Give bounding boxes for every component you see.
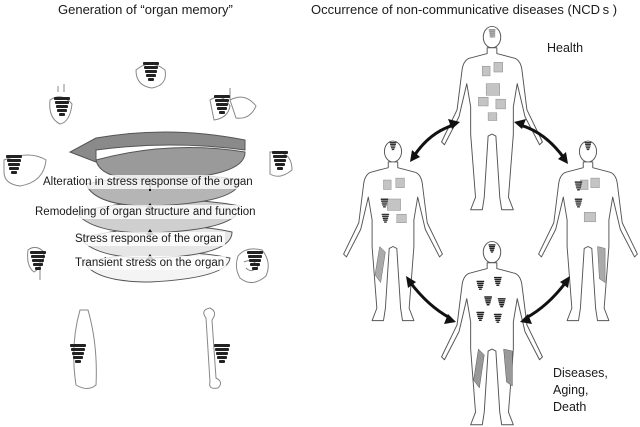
health-label: Health: [547, 41, 584, 55]
stage-label-remodeling: Remodeling of organ structure and functi…: [33, 205, 258, 219]
right-panel-title: Occurrence of non-communicative diseases…: [311, 2, 618, 17]
left-panel-title: Generation of “organ memory”: [58, 2, 233, 17]
liver-organ-icon: [3, 154, 47, 187]
stage-label-alteration: Alteration in stress response of the org…: [41, 175, 255, 189]
outcome-aging: Aging,: [553, 383, 589, 397]
bone-organ-icon: [203, 307, 222, 389]
outcome-diseases: Diseases,: [553, 366, 608, 380]
body-disease: [441, 240, 543, 426]
stage-label-transient-stress: Transient stress on the organ: [73, 256, 227, 270]
stage-label-stress-response: Stress response of the organ: [73, 232, 225, 246]
body-health: [441, 25, 543, 211]
body-right: [538, 140, 638, 322]
body-left: [343, 140, 443, 322]
transition-arrows: [408, 123, 568, 320]
outcome-labels: Diseases, Aging, Death: [553, 365, 608, 416]
outcome-death: Death: [553, 400, 587, 414]
